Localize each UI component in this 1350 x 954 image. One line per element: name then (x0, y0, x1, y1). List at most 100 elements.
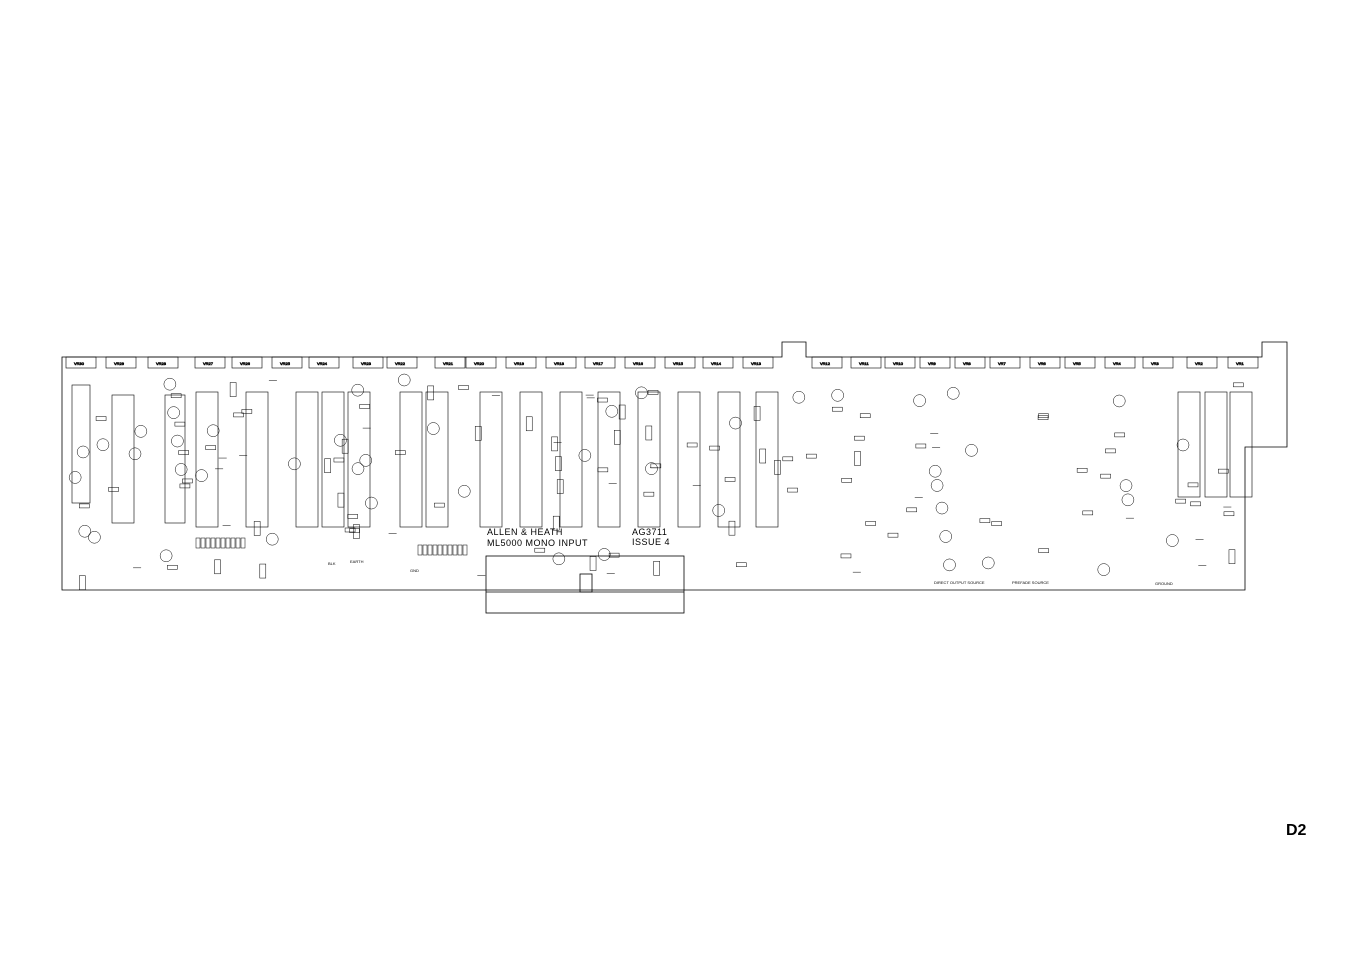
capacitor-footprint (913, 394, 926, 407)
header-pin (442, 544, 448, 556)
capacitor-footprint (88, 530, 101, 544)
gnd-label: GND (410, 568, 419, 573)
header-pin (417, 544, 423, 556)
resistor-footprint (434, 502, 445, 508)
chip-footprint (589, 556, 597, 571)
capacitor-footprint (552, 552, 566, 566)
resistor-footprint (854, 435, 865, 441)
header-pin (210, 537, 216, 549)
capacitor-footprint (359, 454, 372, 467)
pot-label: VR30 (74, 361, 85, 366)
switch-column (71, 384, 91, 504)
pot-label: VR20 (474, 361, 485, 366)
chip-footprint (653, 561, 660, 576)
resistor-footprint (647, 390, 659, 395)
pot-label: VR5 (1073, 361, 1082, 366)
header-pin (447, 544, 453, 556)
header-pin (215, 537, 221, 549)
pot-label: VR26 (240, 361, 251, 366)
pot-outline (1186, 356, 1218, 369)
resistor-footprint (782, 456, 794, 462)
resistor-footprint (108, 487, 119, 492)
maker-label: ALLEN & HEATH (487, 527, 563, 537)
switch-column (111, 394, 135, 524)
resistor-footprint (597, 467, 609, 473)
chip-footprint (614, 430, 621, 445)
pot-outline (505, 356, 537, 369)
chip-footprint (214, 559, 221, 575)
pot-outline (1227, 356, 1259, 369)
pot-outline (465, 356, 497, 369)
header-pin (452, 544, 458, 556)
direct-source-label: DIRECT OUTPUT SOURCE (934, 580, 985, 585)
switch-column (717, 391, 741, 528)
board-silkscreen-text: ALLEN & HEATH ML5000 MONO INPUT AG3711 I… (328, 527, 1173, 586)
header-pin (457, 544, 463, 556)
capacitor-footprint (288, 457, 301, 471)
pot-label: VR8 (963, 361, 972, 366)
resistor-footprint (608, 552, 620, 558)
pot-label: VR9 (928, 361, 937, 366)
pot-outline (545, 356, 577, 369)
resistor-footprint (832, 406, 843, 412)
prefade-source-label: PREFADE SOURCE (1012, 580, 1049, 585)
chip-footprint (79, 575, 86, 590)
resistor-footprint (1187, 482, 1199, 488)
capacitor-footprint (195, 469, 208, 482)
switch-column (425, 391, 449, 528)
chip-footprint (552, 515, 560, 531)
resistor-footprint (174, 421, 186, 427)
chip-footprint (253, 521, 261, 536)
switch-column (399, 391, 423, 528)
earth-label: EARTH (350, 559, 364, 564)
resistor-footprint (991, 521, 1002, 526)
switch-column (195, 391, 219, 528)
capacitor-footprint (351, 462, 365, 475)
capacitor-footprint (982, 556, 995, 570)
pot-outline (308, 356, 340, 369)
chip-footprint (427, 385, 434, 401)
capacitor-footprint (266, 532, 279, 546)
pot-outline (811, 356, 843, 369)
chip-footprint (337, 492, 345, 508)
pot-outline (1142, 356, 1174, 369)
header-pin (205, 537, 211, 549)
pot-outline (624, 356, 656, 369)
capacitor-footprint (167, 406, 180, 419)
ground-label: GROUND (1155, 581, 1173, 586)
pot-label: VR7 (998, 361, 1007, 366)
resistor-footprint (859, 413, 871, 418)
switch-column (321, 391, 345, 528)
switch-column (755, 391, 779, 528)
resistor-footprint (79, 503, 90, 509)
capacitor-footprint (939, 530, 952, 543)
resistor-footprint (736, 562, 747, 567)
capacitor-footprint (729, 416, 742, 430)
capacitor-footprint (78, 525, 92, 538)
resistor-footprint (1190, 501, 1201, 507)
capacitor-footprint (792, 391, 806, 404)
resistor-footprint (887, 532, 899, 538)
pot-label: VR14 (711, 361, 722, 366)
header-pin (240, 537, 246, 549)
pot-label: VR10 (893, 361, 904, 366)
switch-column (1177, 391, 1201, 498)
resistor-footprint (1114, 432, 1125, 438)
chip-footprint (229, 382, 237, 397)
capacitor-footprint (397, 373, 411, 387)
pot-outline (884, 356, 916, 369)
header-pin (427, 544, 433, 556)
capacitor-footprint (578, 449, 592, 462)
resistor-footprint (1105, 448, 1116, 454)
part-number-label: AG3711 (632, 527, 667, 537)
pot-label: VR16 (633, 361, 644, 366)
pot-outline (434, 356, 466, 369)
capacitor-footprint (128, 447, 142, 461)
pot-label: VR29 (114, 361, 125, 366)
resistor-footprint (170, 393, 182, 398)
capacitor-footprint (635, 386, 648, 400)
switch-column (637, 391, 661, 528)
pot-outline (352, 356, 384, 369)
resistor-footprint (534, 547, 546, 553)
resistor-footprint (906, 507, 917, 513)
